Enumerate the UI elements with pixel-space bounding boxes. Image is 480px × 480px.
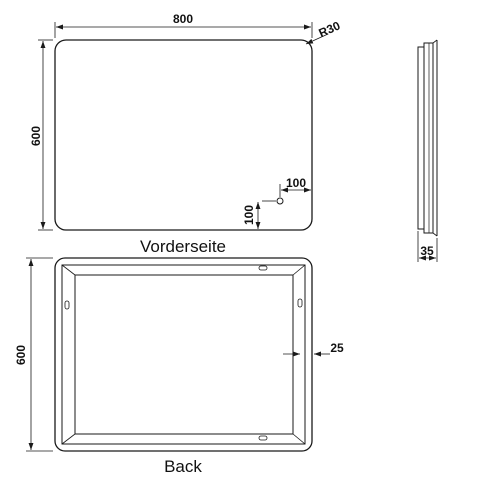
front-mirror-outline <box>54 39 313 231</box>
front-view-caption: Vorderseite <box>140 237 226 256</box>
mounting-slot-icon <box>258 435 268 441</box>
side-frame-body <box>423 42 434 234</box>
back-frame-inner <box>74 274 294 435</box>
side-view: 35 <box>417 39 438 262</box>
mounting-slot-icon <box>258 265 268 271</box>
front-height-label: 600 <box>29 126 43 146</box>
mounting-slot-icon <box>64 300 70 310</box>
back-view-caption: Back <box>164 457 202 476</box>
mounting-slot-icon <box>297 298 303 308</box>
front-height-dimension: 600 <box>29 39 53 231</box>
frame-inset-label: 25 <box>330 341 344 355</box>
back-height-dimension: 600 <box>14 257 53 452</box>
front-view: 800 600 R30 100 100 Vorderseite <box>29 12 343 256</box>
switch-offset-y-label: 100 <box>242 205 256 225</box>
touch-switch-icon <box>276 197 284 205</box>
frame-inset-dimension: 25 <box>283 341 344 357</box>
back-mirror-outline <box>54 257 313 452</box>
back-view: 600 25 Back <box>14 257 344 476</box>
front-width-dimension: 800 <box>54 12 313 38</box>
switch-position: 100 100 <box>242 176 311 229</box>
side-depth-label: 35 <box>420 244 434 258</box>
back-frame-outer <box>61 264 306 445</box>
switch-offset-x-label: 100 <box>286 176 306 190</box>
front-width-label: 800 <box>173 12 193 26</box>
back-height-label: 600 <box>14 345 28 365</box>
side-mirror-glass <box>417 46 425 230</box>
side-depth-dimension: 35 <box>417 231 438 262</box>
radius-callout: R30 <box>305 18 343 45</box>
radius-label: R30 <box>316 18 342 40</box>
